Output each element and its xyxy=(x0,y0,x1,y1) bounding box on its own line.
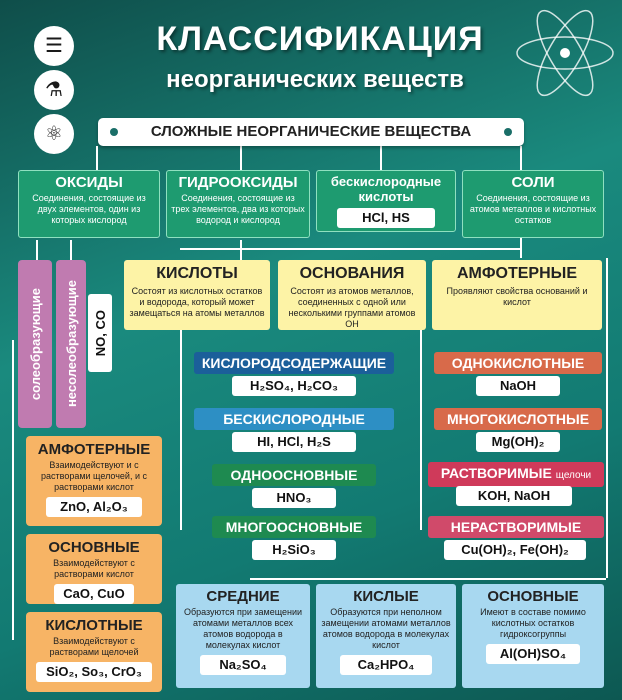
acid-mono-formula: HNO₃ xyxy=(252,488,336,508)
oxides-title: ОКСИДЫ xyxy=(55,174,123,191)
oxide-basic-title: ОСНОВНЫЕ xyxy=(48,539,140,556)
salt-medium-desc: Образуются при замещении атомами металло… xyxy=(183,607,303,650)
hydroxides-box: ГИДРООКСИДЫ Соединения, состоящие из тре… xyxy=(166,170,310,238)
salt-basic-box: ОСНОВНЫЕ Имеют в составе помимо кислотны… xyxy=(462,584,604,688)
atom-decoration-icon xyxy=(516,9,614,97)
salt-acidic-formula: Ca₂HPO₄ xyxy=(340,655,432,675)
acids-title: КИСЛОТЫ xyxy=(156,265,238,282)
base-insoluble-formula: Cu(OH)₂, Fe(OH)₂ xyxy=(444,540,586,560)
base-soluble-title: РАСТВОРИМЫЕ xyxy=(440,465,552,481)
acid-oxygen-header: КИСЛОРОДСОДЕРЖАЩИЕ xyxy=(194,352,394,374)
base-insoluble-header: НЕРАСТВОРИМЫЕ xyxy=(428,516,604,538)
oxides-desc: Соединения, состоящие из двух элементов,… xyxy=(32,193,146,225)
amphoteric-title: АМФОТЕРНЫЕ xyxy=(457,265,577,282)
acid-poly-formula: H₂SiO₃ xyxy=(252,540,336,560)
salt-basic-desc: Имеют в составе помимо кислотных остатко… xyxy=(480,607,586,639)
acids-box: КИСЛОТЫ Состоят из кислотных остатков и … xyxy=(124,260,270,330)
base-mono-formula: NaOH xyxy=(476,376,560,396)
acid-mono-header: ОДНООСНОВНЫЕ xyxy=(212,464,376,486)
salt-acidic-desc: Образуются при неполном замещении атомам… xyxy=(321,607,451,650)
oxygenfree-title: бескислородные кислоты xyxy=(330,174,442,204)
connector xyxy=(70,240,72,260)
oxygenfree-acids-box: бескислородные кислоты HCl, HS xyxy=(316,170,456,232)
salt-forming-label: солеобразующие xyxy=(27,287,43,401)
oxide-acidic-formula: SiO₂, So₃, CrO₃ xyxy=(36,662,152,682)
base-poly-header: МНОГОКИСЛОТНЫЕ xyxy=(434,408,602,430)
acid-oxygen-formula: H₂SO₄, H₂CO₃ xyxy=(232,376,356,396)
bases-title: ОСНОВАНИЯ xyxy=(299,265,405,282)
oxide-amph-formula: ZnO, Al₂O₃ xyxy=(46,497,142,517)
non-salt-example-text: NO, CO xyxy=(92,309,108,357)
base-poly-formula: Mg(OH)₂ xyxy=(476,432,560,452)
oxide-amph-title: АМФОТЕРНЫЕ xyxy=(37,441,151,458)
salt-forming-bar: солеобразующие xyxy=(18,260,52,428)
salt-medium-formula: Na₂SO₄ xyxy=(200,655,286,675)
connector xyxy=(180,330,182,530)
salt-basic-title: ОСНОВНЫЕ xyxy=(487,588,579,605)
amphoteric-hydroxides-box: АМФОТЕРНЫЕ Проявляют свойства оснований … xyxy=(432,260,602,330)
hydroxides-desc: Соединения, состоящие из трех элементов,… xyxy=(171,193,305,225)
oxide-basic-box: ОСНОВНЫЕ Взаимодействуют с растворами ки… xyxy=(26,534,162,604)
non-salt-forming-bar: несолеобразующие xyxy=(56,260,86,428)
oxides-box: ОКСИДЫ Соединения, состоящие из двух эле… xyxy=(18,170,160,238)
acid-poly-header: МНОГООСНОВНЫЕ xyxy=(212,516,376,538)
connector xyxy=(420,330,422,530)
base-soluble-header: РАСТВОРИМЫЕ щелочи xyxy=(428,462,604,487)
non-salt-forming-label: несолеобразующие xyxy=(63,280,79,408)
flask-icon: ⚗ xyxy=(34,70,74,110)
oxide-basic-formula: CaO, CuO xyxy=(54,584,134,604)
connector xyxy=(240,240,242,260)
page-subtitle: неорганических веществ xyxy=(166,66,464,93)
connector xyxy=(12,340,14,640)
hydroxides-title: ГИДРООКСИДЫ xyxy=(178,174,298,191)
bases-desc: Состоят из атомов металлов, соединенных … xyxy=(288,286,416,329)
oxide-acidic-box: КИСЛОТНЫЕ Взаимодействуют с растворами щ… xyxy=(26,612,162,692)
connector xyxy=(96,146,98,172)
connector xyxy=(180,248,520,250)
salt-medium-box: СРЕДНИЕ Образуются при замещении атомами… xyxy=(176,584,310,688)
oxide-amph-desc: Взаимодействуют и с растворами щелочей, … xyxy=(41,460,147,492)
bases-box: ОСНОВАНИЯ Состоят из атомов металлов, со… xyxy=(278,260,426,330)
salt-basic-formula: Al(OH)SO₄ xyxy=(486,644,580,664)
connector xyxy=(520,146,522,172)
connector xyxy=(606,258,608,578)
atom-icon: ⚛ xyxy=(34,114,74,154)
base-mono-header: ОДНОКИСЛОТНЫЕ xyxy=(434,352,602,374)
books-icon: ☰ xyxy=(34,26,74,66)
amphoteric-desc: Проявляют свойства оснований и кислот xyxy=(446,286,588,307)
base-soluble-formula: KOH, NaOH xyxy=(456,486,572,506)
oxide-basic-desc: Взаимодействуют с растворами кислот xyxy=(53,558,135,579)
oxide-amphoteric-box: АМФОТЕРНЫЕ Взаимодействуют и с растворам… xyxy=(26,436,162,526)
non-salt-example: NO, CO xyxy=(88,294,112,372)
base-soluble-note: щелочи xyxy=(555,470,592,481)
connector xyxy=(250,578,606,580)
oxygenfree-formula: HCl, HS xyxy=(337,208,435,228)
salt-acidic-box: КИСЛЫЕ Образуются при неполном замещении… xyxy=(316,584,456,688)
connector xyxy=(380,146,382,172)
oxide-acidic-desc: Взаимодействуют с растворами щелочей xyxy=(49,636,139,657)
salts-box: СОЛИ Соединения, состоящие из атомов мет… xyxy=(462,170,604,238)
connector xyxy=(36,240,38,260)
oxide-acidic-title: КИСЛОТНЫЕ xyxy=(45,617,143,634)
acids-desc: Состоят из кислотных остатков и водорода… xyxy=(129,286,265,318)
acid-nooxygen-formula: HI, HCl, H₂S xyxy=(232,432,356,452)
salts-title: СОЛИ xyxy=(511,174,555,191)
salt-medium-title: СРЕДНИЕ xyxy=(206,588,280,605)
salts-desc: Соединения, состоящие из атомов металлов… xyxy=(469,193,597,225)
salt-acidic-title: КИСЛЫЕ xyxy=(353,588,419,605)
acid-nooxygen-header: БЕСКИСЛОРОДНЫЕ xyxy=(194,408,394,430)
section-banner: СЛОЖНЫЕ НЕОРГАНИЧЕСКИЕ ВЕЩЕСТВА xyxy=(98,118,524,146)
page-title: КЛАССИФИКАЦИЯ xyxy=(156,20,484,58)
connector xyxy=(240,146,242,172)
